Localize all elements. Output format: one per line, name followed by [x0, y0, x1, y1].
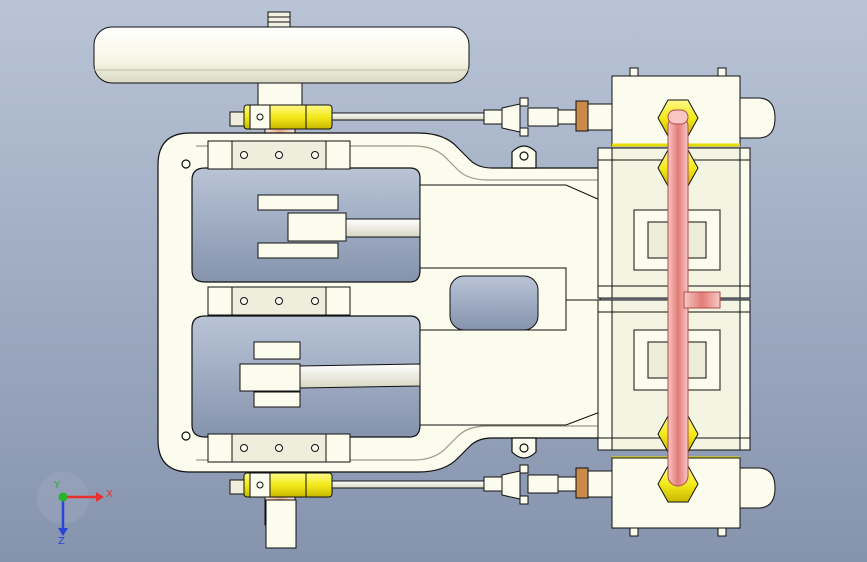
crank-throw-upper	[257, 194, 421, 259]
flywheel[interactable]	[93, 11, 470, 84]
x-axis-label: X	[106, 489, 113, 500]
crank-throw-lower	[239, 341, 421, 408]
eccentric-bottom[interactable]	[229, 464, 613, 505]
bearing-block-bottom	[207, 433, 351, 463]
z-axis-label: Z	[58, 536, 65, 547]
bearing-block-top	[207, 140, 351, 170]
bearing-block-middle	[207, 286, 351, 316]
axis-triad: X Y Z	[37, 472, 113, 547]
steam-pipe[interactable]	[667, 109, 721, 487]
guide-body	[419, 184, 601, 426]
y-axis-label: Y	[53, 480, 61, 491]
